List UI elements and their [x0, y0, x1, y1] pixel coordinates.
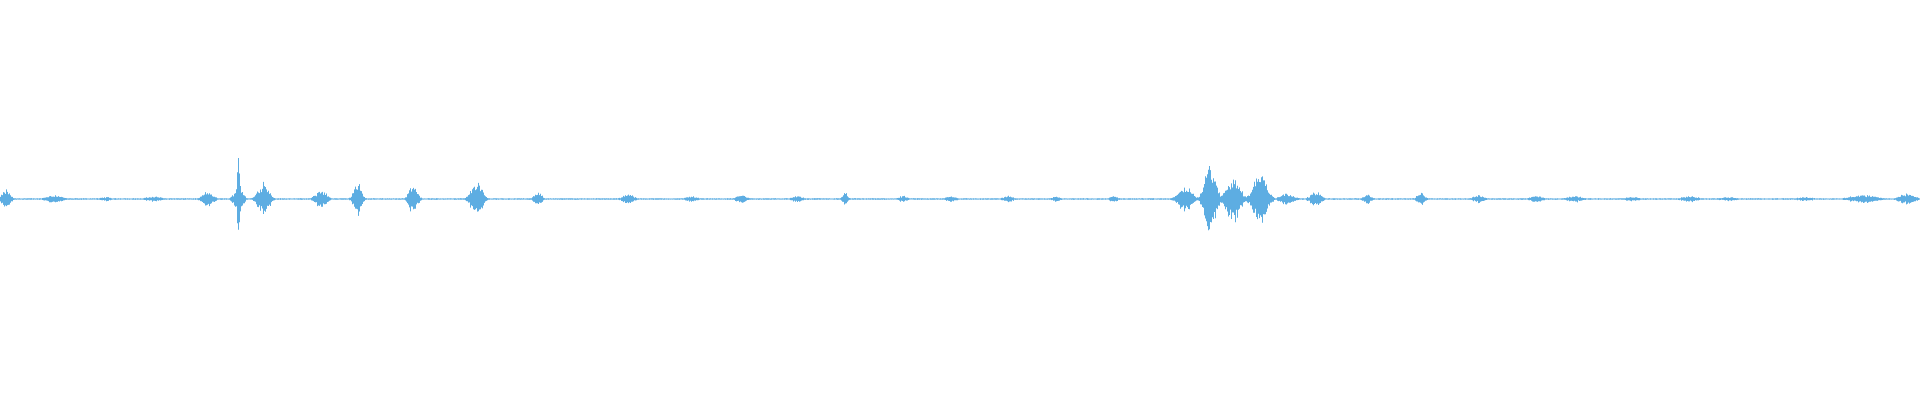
waveform-signal: [0, 158, 1920, 231]
